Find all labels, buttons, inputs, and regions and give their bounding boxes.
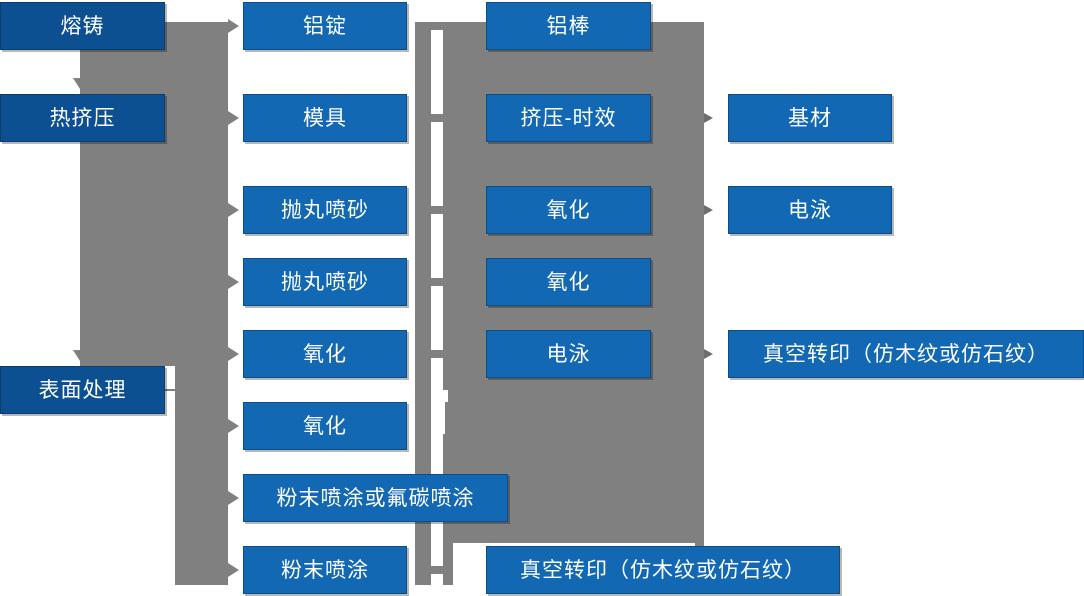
output-box-substrate[interactable]: 基材 (728, 94, 892, 142)
arrow-to-ingot (228, 19, 239, 33)
connector-surface-stem (165, 389, 179, 391)
connector-rail-left (415, 22, 431, 585)
process-label-powder-fluorocarbon: 粉末喷涂或氟碳喷涂 (276, 486, 475, 510)
treatment-box-extrusion-aging[interactable]: 挤压-时效 (486, 94, 651, 142)
connector-stage-trunk-upper (80, 22, 228, 366)
stage-label-surface-treatment: 表面处理 (38, 378, 127, 402)
arrow-to-mold (228, 111, 239, 125)
arrow-to-powder-fluorocarbon (228, 491, 239, 505)
treatment-label-oxidation-2: 氧化 (546, 270, 591, 294)
arrow-down-to-surface-treatment (73, 350, 87, 361)
process-box-powder-coating[interactable]: 粉末喷涂 (243, 546, 407, 594)
treatment-label-aluminum-bar: 铝棒 (546, 14, 591, 38)
treatment-box-oxidation-2[interactable]: 氧化 (486, 258, 651, 306)
output-label-substrate: 基材 (788, 106, 832, 130)
treatment-label-vacuum-transfer: 真空转印（仿木纹或仿石纹） (520, 558, 806, 582)
connector-output-rail (695, 22, 704, 585)
process-box-mold[interactable]: 模具 (243, 94, 407, 142)
output-box-vacuum-transfer[interactable]: 真空转印（仿木纹或仿石纹） (728, 330, 1084, 378)
arrow-to-vacuum-transfer (704, 349, 713, 359)
process-label-shotblast-1: 抛丸喷砂 (281, 198, 369, 222)
stage-label-melting: 熔铸 (60, 14, 105, 38)
stage-box-surface-treatment[interactable]: 表面处理 (0, 366, 165, 414)
process-label-mold: 模具 (303, 106, 347, 130)
treatment-box-electrophoresis[interactable]: 电泳 (486, 330, 651, 378)
stage-box-hot-extrusion[interactable]: 热挤压 (0, 94, 165, 142)
arrow-to-shotblast-1 (228, 203, 239, 217)
arrow-to-powder-coating (228, 563, 239, 577)
rail-bridge-4 (415, 278, 453, 286)
process-box-ingot[interactable]: 铝锭 (243, 2, 407, 50)
rail-bridge-5 (415, 350, 453, 358)
rail-gap (431, 390, 445, 434)
treatment-label-oxidation-1: 氧化 (546, 198, 591, 222)
arrow-to-oxidation-2 (228, 419, 239, 433)
process-label-shotblast-2: 抛丸喷砂 (281, 270, 369, 294)
arrow-to-shotblast-2 (228, 275, 239, 289)
arrow-to-oxidation-1 (228, 347, 239, 361)
process-label-oxidation-1: 氧化 (303, 342, 347, 366)
process-box-shotblast-2[interactable]: 抛丸喷砂 (243, 258, 407, 306)
rail-bridge-7 (415, 566, 453, 574)
process-box-oxidation-1[interactable]: 氧化 (243, 330, 407, 378)
treatment-label-extrusion-aging: 挤压-时效 (520, 106, 617, 130)
process-label-oxidation-2: 氧化 (303, 414, 347, 438)
treatment-label-electrophoresis: 电泳 (546, 342, 591, 366)
process-box-shotblast-1[interactable]: 抛丸喷砂 (243, 186, 407, 234)
process-label-ingot: 铝锭 (303, 14, 347, 38)
output-label-electrophoresis: 电泳 (788, 198, 832, 222)
stage-label-hot-extrusion: 热挤压 (49, 106, 116, 130)
output-box-electrophoresis[interactable]: 电泳 (728, 186, 892, 234)
arrow-to-substrate (704, 113, 713, 123)
arrow-down-to-hot-extrusion (73, 78, 87, 89)
treatment-box-vacuum-transfer[interactable]: 真空转印（仿木纹或仿石纹） (486, 546, 840, 594)
treatment-box-aluminum-bar[interactable]: 铝棒 (486, 2, 651, 50)
stage-box-melting[interactable]: 熔铸 (0, 2, 165, 50)
arrow-to-electrophoresis (704, 205, 713, 215)
process-box-oxidation-2[interactable]: 氧化 (243, 402, 407, 450)
process-box-powder-fluorocarbon[interactable]: 粉末喷涂或氟碳喷涂 (243, 474, 508, 522)
process-label-powder-coating: 粉末喷涂 (281, 558, 369, 582)
connector-stage-trunk-lower (175, 366, 228, 585)
treatment-box-oxidation-1[interactable]: 氧化 (486, 186, 651, 234)
output-label-vacuum-transfer: 真空转印（仿木纹或仿石纹） (763, 342, 1049, 366)
rail-bridge-3 (415, 206, 453, 214)
rail-bridge-2 (415, 114, 453, 122)
rail-bridge-1 (415, 22, 453, 30)
